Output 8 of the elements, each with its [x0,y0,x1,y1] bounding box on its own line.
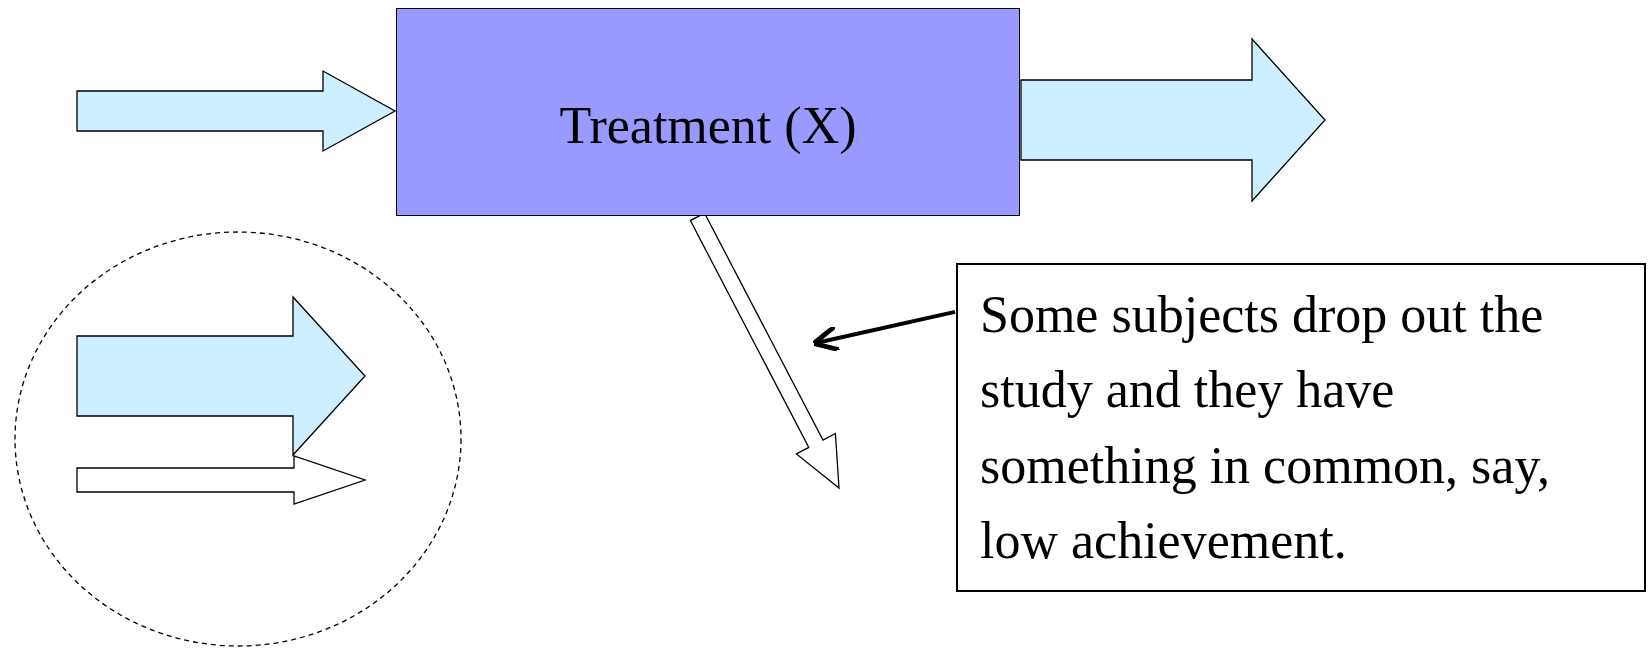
block-arrow [1020,37,1326,203]
box-label: Treatment (X) [559,95,857,156]
callout-text: Some subjects drop out the study and they have something in common, say, low achievement. [980,284,1552,571]
process-box [396,8,1020,216]
dashed-circle [14,231,462,647]
leader-line [811,309,956,353]
callout-box [956,263,1646,592]
block-arrow [76,69,397,153]
